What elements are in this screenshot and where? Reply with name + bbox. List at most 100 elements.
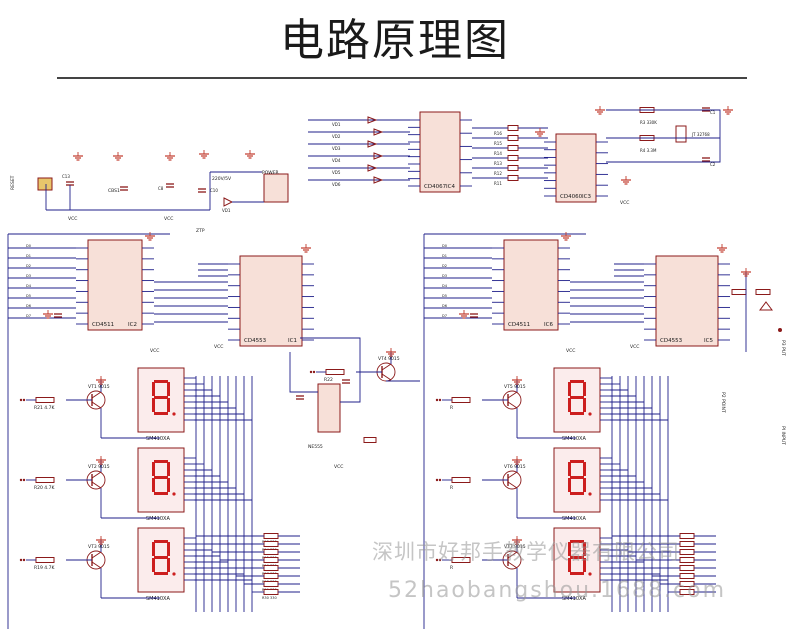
chip-ref-label: IC3 [582, 194, 591, 200]
resistor-label: R16 [494, 131, 502, 136]
connector-dot [435, 558, 439, 562]
base-resistor [451, 477, 471, 483]
c8-label: C8 [158, 186, 164, 191]
resistor-label: R12 [494, 171, 502, 176]
diode-label: VD2 [332, 134, 341, 139]
base-resistor [35, 557, 55, 563]
display-dot [172, 412, 176, 416]
osc-label: R4 3.3M [640, 148, 657, 153]
display-segment [570, 396, 584, 399]
side-resistor [731, 289, 747, 295]
c10-label: C10 [210, 188, 218, 193]
display-segment [583, 558, 586, 572]
resistor-label: R20 4.7K [34, 485, 55, 491]
chip-ref-label: IC4 [446, 184, 455, 190]
bus-label: D5 [442, 294, 447, 298]
transistor-label: VT5 9015 [504, 384, 526, 390]
display-label: SM410XA [562, 516, 586, 522]
segment-resistor [263, 549, 279, 555]
display-segment [568, 478, 571, 492]
bus-label: D3 [26, 274, 31, 278]
display-segment [154, 572, 168, 575]
osc-wire [606, 109, 721, 163]
resistor-label: R13 [494, 161, 502, 166]
power-adapter-label: 220V/5V [212, 176, 232, 182]
osc-cap-label: C2 [710, 162, 716, 167]
display-segment [154, 492, 168, 495]
segment-resistor [263, 589, 279, 595]
reset-label: RESET [10, 175, 16, 190]
display-segment [167, 398, 170, 412]
segment-resistor [263, 533, 279, 539]
chip-ref-label: IC1 [288, 338, 297, 344]
display-segment [570, 380, 584, 383]
bus-label: D2 [442, 264, 447, 268]
chip-ic4 [419, 111, 461, 193]
vcc-label: VCC [334, 464, 343, 470]
vd1-label: VD1 [222, 208, 231, 213]
display-segment [568, 462, 571, 476]
display-segment [152, 462, 155, 476]
title-divider [57, 77, 747, 79]
display-segment [583, 478, 586, 492]
display-segment [152, 542, 155, 556]
transistor [507, 551, 518, 559]
series-resistor [507, 125, 519, 131]
transistor [381, 363, 392, 371]
display-dot [588, 572, 592, 576]
bus-label: D0 [26, 244, 31, 248]
connector-dot [438, 398, 442, 402]
crystal-label: JT 32768 [691, 132, 710, 137]
seven-segment-display [137, 367, 185, 433]
display-segment [167, 478, 170, 492]
diode [373, 128, 384, 136]
tp-label: ZTP [196, 228, 205, 234]
display-segment [570, 556, 584, 559]
vcc-label: VCC [630, 344, 639, 350]
transistor-label: VT1 9015 [88, 384, 110, 390]
chip-part-label: CD4060 [560, 194, 583, 200]
display-segment [154, 412, 168, 415]
chip-ref-label: IC6 [544, 322, 553, 328]
resistor-label: R15 [494, 141, 502, 146]
resistor-label: R [450, 565, 453, 571]
page-title: 电路原理图 [280, 15, 510, 66]
resistor-label: R [450, 405, 453, 411]
transistor [91, 561, 102, 569]
series-resistor [507, 165, 519, 171]
display-dot [588, 412, 592, 416]
bus-label: D4 [26, 284, 32, 288]
base-resistor [451, 397, 471, 403]
transistor [91, 401, 102, 409]
display-segment [570, 572, 584, 575]
osc-cap-label: C1 [710, 110, 716, 115]
display-segment [167, 382, 170, 396]
base-resistor [325, 369, 345, 375]
diode [759, 301, 773, 311]
display-segment [570, 540, 584, 543]
chip-ic3 [555, 133, 597, 203]
bus-label: D2 [26, 264, 31, 268]
segment-resistor [263, 557, 279, 563]
connector-dot [19, 558, 23, 562]
chip-part-label: CD4511 [508, 322, 530, 328]
diode-label: VD4 [332, 158, 341, 163]
display-segment [154, 380, 168, 383]
diode [367, 140, 378, 148]
resistor-label: R11 [494, 181, 502, 186]
diode-label: VD5 [332, 170, 341, 175]
pin-label: PI INPUT [780, 426, 786, 445]
series-resistor [507, 145, 519, 151]
diode-label: VD3 [332, 146, 341, 151]
vcc-label: VCC [214, 344, 223, 350]
display-dot [588, 492, 592, 496]
resistor-label: R21 4.7K [34, 405, 55, 411]
resistor-label: R [450, 485, 453, 491]
ne555-label: NE555 [308, 444, 323, 450]
segment-resistor [679, 549, 695, 555]
seven-segment-display [553, 447, 601, 513]
bus-label: D6 [26, 304, 31, 308]
display-segment [154, 556, 168, 559]
display-dot [172, 572, 176, 576]
